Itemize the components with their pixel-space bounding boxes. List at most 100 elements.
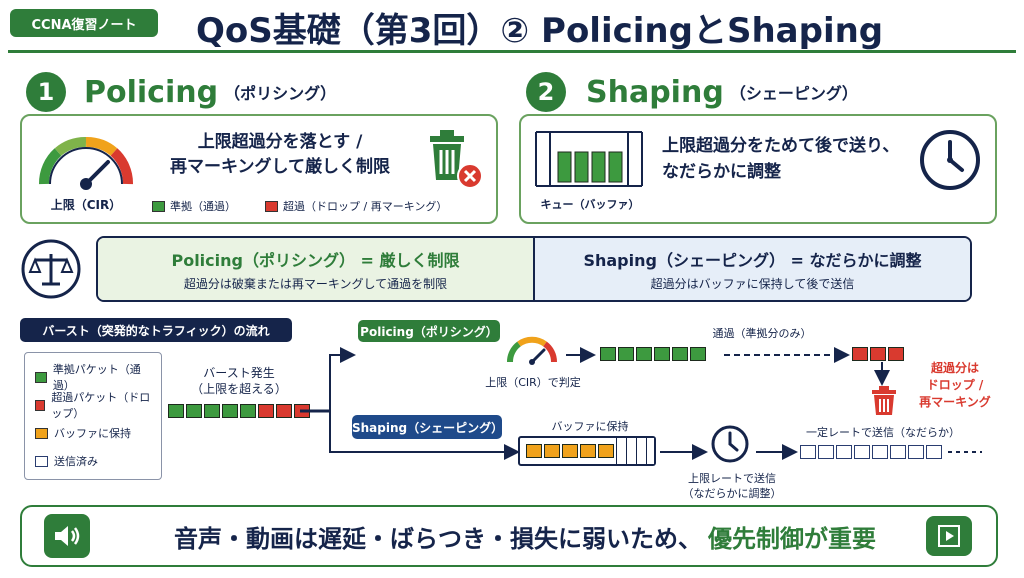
burst-packets bbox=[168, 404, 310, 418]
shaping-title: Shaping bbox=[586, 74, 724, 110]
shaping-buffer bbox=[518, 436, 656, 466]
shaping-desc-line2: なだらかに調整 bbox=[662, 162, 781, 182]
sent-packet bbox=[872, 445, 888, 459]
legend-item-green-swatch bbox=[35, 371, 47, 383]
shaping-desc-line1: 上限超過分をためて後で送り、 bbox=[662, 136, 900, 156]
passed-packet bbox=[690, 347, 706, 361]
policing-subtitle: （ポリシング） bbox=[224, 84, 337, 103]
legend-item-exceeding-label: 超過パケット（ドロップ） bbox=[51, 391, 151, 420]
legend-green-swatch bbox=[152, 200, 165, 212]
passed-packet bbox=[654, 347, 670, 361]
play-button[interactable] bbox=[926, 516, 972, 556]
legend-red-swatch bbox=[265, 200, 278, 212]
legend-item-red-swatch bbox=[35, 399, 46, 411]
burst-packet bbox=[240, 404, 256, 418]
policing-desc-line2: 再マーキングして厳しく制限 bbox=[170, 157, 390, 177]
comparison-shaping-desc: 超過分はバッファに保持して後で送信 bbox=[650, 276, 855, 291]
sent-packet bbox=[818, 445, 834, 459]
bottom-message: 音声・動画は遅延・ばらつき・損失に弱いため、 優先制御が重要 bbox=[145, 518, 905, 554]
burst-packet bbox=[222, 404, 238, 418]
comparison-policing-desc: 超過分は破棄または再マーキングして通過を制限 bbox=[183, 276, 448, 291]
shaping-sent-packets bbox=[800, 445, 942, 459]
small-clock-icon bbox=[711, 425, 749, 463]
sent-packet bbox=[836, 445, 852, 459]
comparison-policing-title: Policing（ポリシング） = 厳しく制限 bbox=[171, 250, 460, 270]
legend-item-buffered: バッファに保持 bbox=[35, 419, 151, 447]
speaker-icon bbox=[55, 526, 80, 546]
buffered-packet bbox=[526, 444, 542, 458]
sent-packet bbox=[854, 445, 870, 459]
page-title: QoS基礎（第3回）② PolicingとShaping bbox=[196, 10, 884, 51]
buffer-empty-slots bbox=[616, 438, 654, 464]
burst-packet bbox=[276, 404, 292, 418]
legend-item-sent-label: 送信済み bbox=[54, 455, 98, 468]
legend-item-exceeding: 超過パケット（ドロップ） bbox=[35, 391, 151, 420]
shaping-heading: Shaping （シェーピング） bbox=[586, 70, 858, 114]
legend-item-sent: 送信済み bbox=[35, 447, 151, 475]
flow-title: バースト（突発的なトラフィック）の流れ bbox=[20, 318, 292, 342]
policing-heading: Policing （ポリシング） bbox=[84, 70, 336, 114]
policing-desc-line1: 上限超過分を落とす / bbox=[197, 132, 363, 152]
flow-legend: 準拠パケット（通過） 超過パケット（ドロップ） バッファに保持 送信済み bbox=[24, 352, 162, 480]
queue-label: キュー（バッファ） bbox=[540, 198, 640, 211]
shaping-out-label: 一定レートで送信（なだらか） bbox=[806, 426, 960, 439]
legend-exceeding-label: 超過（ドロップ / 再マーキング） bbox=[283, 200, 448, 213]
shaping-buffer-label: バッファに保持 bbox=[551, 420, 629, 433]
shaping-rate-line2: （なだらかに調整） bbox=[682, 487, 782, 500]
excess-note-line2: ドロップ / bbox=[926, 378, 984, 392]
policing-title: Policing bbox=[84, 74, 219, 110]
policing-passed-packets bbox=[600, 347, 706, 361]
excess-packet bbox=[852, 347, 868, 361]
policing-excess-note: 超過分は ドロップ / 再マーキング bbox=[910, 360, 1000, 411]
sent-packet bbox=[926, 445, 942, 459]
flow-policing-label: Policing（ポリシング） bbox=[358, 320, 500, 342]
bottom-message-text: 音声・動画は遅延・ばらつき・損失に弱いため、 bbox=[174, 524, 702, 553]
sent-packet bbox=[890, 445, 906, 459]
speaker-button[interactable] bbox=[44, 514, 90, 558]
trash-icon bbox=[430, 130, 483, 189]
policing-pass-label: 通過（準拠分のみ） bbox=[712, 327, 812, 340]
shaping-rate-line1: 上限レートで送信 bbox=[688, 472, 776, 485]
sent-packet bbox=[800, 445, 816, 459]
legend-item-white-swatch bbox=[35, 455, 48, 467]
small-trash-icon bbox=[872, 386, 896, 415]
legend-item-conforming: 準拠パケット（通過） bbox=[35, 363, 151, 392]
passed-packet bbox=[618, 347, 634, 361]
comparison-box: Policing（ポリシング） = 厳しく制限 超過分は破棄または再マーキングし… bbox=[96, 236, 972, 302]
buffered-packet bbox=[562, 444, 578, 458]
small-speedometer-icon bbox=[506, 336, 558, 365]
gauge-label: 上限（CIR） bbox=[50, 198, 122, 212]
burst-label-line2: （上限を超える） bbox=[191, 382, 287, 396]
flow-shaping-label: Shaping（シェーピング） bbox=[352, 415, 503, 439]
section-number-2: 2 bbox=[526, 72, 566, 112]
policing-excess-packets bbox=[852, 347, 904, 361]
speedometer-icon bbox=[39, 137, 133, 190]
balance-scale-icon bbox=[21, 239, 81, 299]
section-number-1: 1 bbox=[26, 72, 66, 112]
comparison-shaping-title: Shaping（シェーピング） = なだらかに調整 bbox=[583, 250, 922, 270]
play-icon bbox=[938, 525, 960, 547]
legend-exceeding: 超過（ドロップ / 再マーキング） bbox=[265, 198, 447, 214]
legend-item-orange-swatch bbox=[35, 427, 48, 439]
buffered-packet bbox=[598, 444, 614, 458]
excess-note-line3: 再マーキング bbox=[919, 395, 991, 409]
note-badge: CCNA復習ノート bbox=[10, 9, 158, 37]
burst-packet bbox=[186, 404, 202, 418]
policing-judge-label: 上限（CIR）で判定 bbox=[485, 376, 581, 389]
sent-packet bbox=[908, 445, 924, 459]
legend-conforming-label: 準拠（通過） bbox=[170, 200, 236, 213]
legend-item-conforming-label: 準拠パケット（通過） bbox=[52, 363, 141, 392]
shaping-subtitle: （シェーピング） bbox=[729, 84, 858, 103]
burst-packet bbox=[258, 404, 274, 418]
burst-label-line1: バースト発生 bbox=[203, 366, 275, 380]
legend-item-buffered-label: バッファに保持 bbox=[54, 427, 131, 440]
burst-packet bbox=[204, 404, 220, 418]
bottom-message-bar bbox=[20, 505, 998, 567]
bottom-message-emphasis: 優先制御が重要 bbox=[708, 524, 876, 553]
passed-packet bbox=[672, 347, 688, 361]
buffered-packet bbox=[580, 444, 596, 458]
excess-packet bbox=[870, 347, 886, 361]
excess-packet bbox=[888, 347, 904, 361]
passed-packet bbox=[600, 347, 616, 361]
